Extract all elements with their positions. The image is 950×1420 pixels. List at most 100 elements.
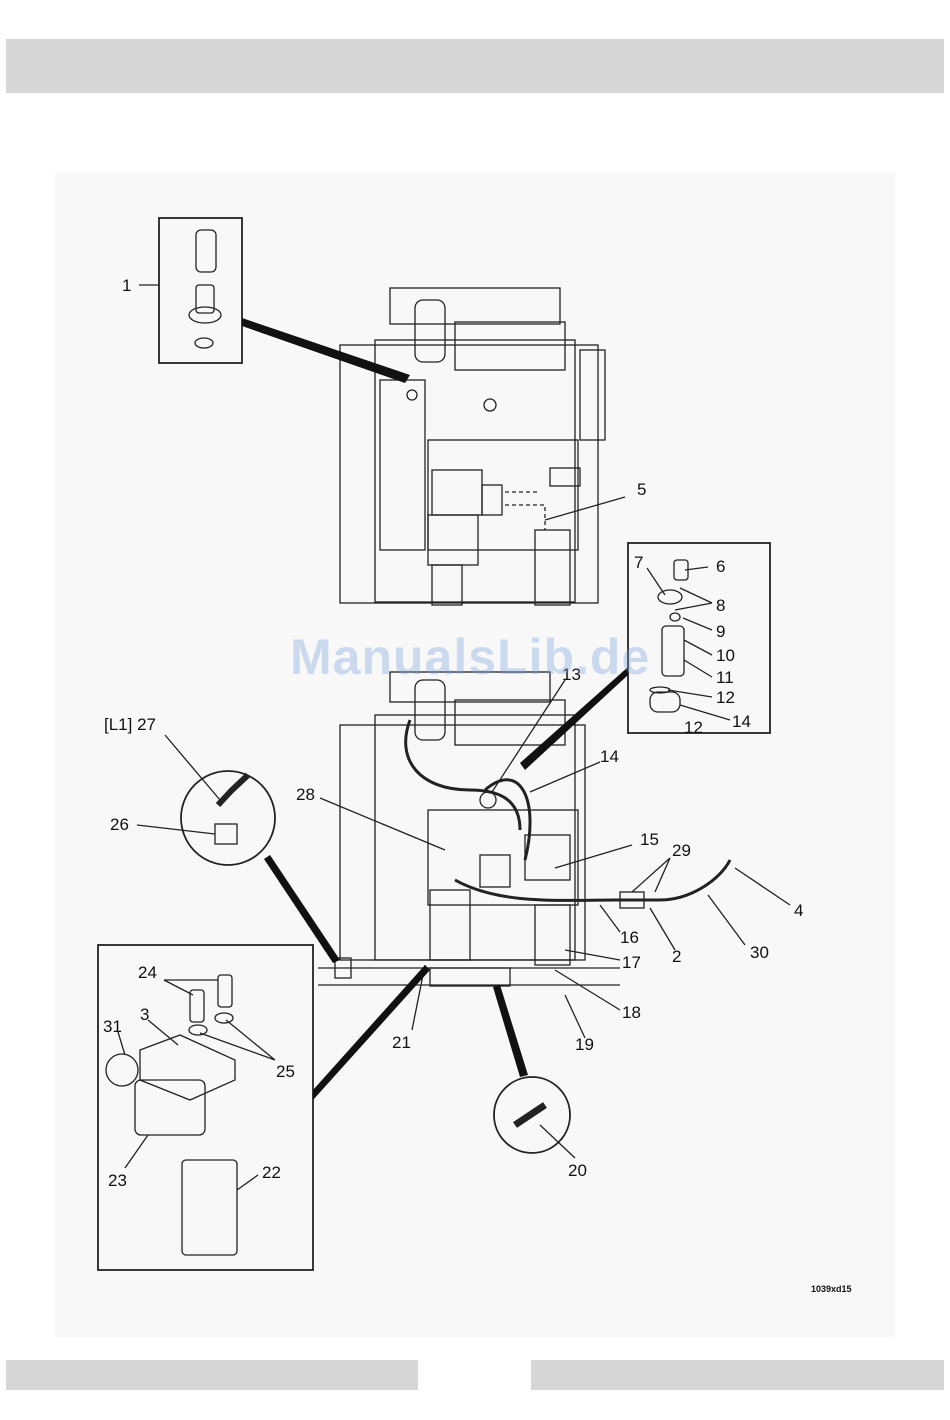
fitting-injector xyxy=(662,626,684,676)
callout-11: 11 xyxy=(716,668,734,687)
fitting-seal xyxy=(670,613,680,621)
filter-washer-right xyxy=(215,1013,233,1023)
leader-26 xyxy=(137,825,215,834)
lower-filter-bowl xyxy=(430,890,470,960)
leader-2 xyxy=(650,908,675,950)
banjo-fitting xyxy=(480,792,496,808)
callout-23: 23 xyxy=(108,1171,127,1190)
callout-28: 28 xyxy=(296,785,315,804)
leader-22 xyxy=(237,1175,258,1190)
upper-wing-nut xyxy=(484,399,496,411)
lower-injection-unit xyxy=(525,835,570,880)
watermark: ManualsLib.de xyxy=(290,628,650,686)
callout-2: 2 xyxy=(672,947,681,966)
elbow-fitting xyxy=(218,775,248,805)
callout-30: 30 xyxy=(750,943,769,962)
figure-reference: 1039xd15 xyxy=(811,1284,852,1294)
callout-8: 8 xyxy=(716,596,725,615)
callout-7: 7 xyxy=(634,553,643,572)
filter-washer-left xyxy=(189,1025,207,1035)
detail-circle-elbow xyxy=(181,771,275,865)
detail-box-sensor xyxy=(159,218,242,363)
callout-12a: 12 xyxy=(716,688,735,707)
callout-14a: 14 xyxy=(732,712,751,731)
fitting-banjo xyxy=(658,590,682,604)
callout-25: 25 xyxy=(276,1062,295,1081)
leader-30 xyxy=(708,895,745,945)
callout-18: 18 xyxy=(622,1003,641,1022)
callout-27: [L1] 27 xyxy=(104,715,156,734)
leader-10 xyxy=(684,640,712,655)
filter-bracket xyxy=(182,1160,237,1255)
connector-hose-fitting xyxy=(493,985,528,1077)
callout-6: 6 xyxy=(716,557,725,576)
leader-4 xyxy=(735,868,790,905)
leader-27 xyxy=(165,735,220,800)
upper-engine-bay xyxy=(428,440,578,550)
filter-bolt-right xyxy=(218,975,232,1007)
callout-17: 17 xyxy=(622,953,641,972)
upper-fuel-pump xyxy=(432,470,482,515)
leader-16 xyxy=(600,905,620,932)
upper-engine-left-panel xyxy=(380,380,425,550)
connector-elbow xyxy=(264,855,340,963)
leader-14b xyxy=(530,762,600,792)
callout-4: 4 xyxy=(794,901,803,920)
sensor-washer xyxy=(195,338,213,348)
sensor-body xyxy=(196,285,214,313)
filter-bowl xyxy=(135,1080,205,1135)
upper-engine-body xyxy=(340,345,598,603)
upper-foot-right xyxy=(535,530,570,605)
upper-engine-side-plate xyxy=(580,350,605,440)
callout-1: 1 xyxy=(122,276,131,295)
leader-19 xyxy=(565,995,585,1038)
callout-19: 19 xyxy=(575,1035,594,1054)
leader-7 xyxy=(647,568,665,595)
footer-bar-left xyxy=(6,1360,418,1390)
callout-20: 20 xyxy=(568,1161,587,1180)
upper-plug-location xyxy=(407,390,417,400)
leader-25 xyxy=(200,1020,275,1060)
leader-29 xyxy=(632,858,670,892)
callout-9: 9 xyxy=(716,622,725,641)
callout-29: 29 xyxy=(672,841,691,860)
leader-28 xyxy=(320,798,445,850)
upper-foot-left xyxy=(432,565,462,605)
connector-sensor xyxy=(242,318,410,383)
leader-24 xyxy=(164,980,218,995)
callout-22: 22 xyxy=(262,1163,281,1182)
callout-21: 21 xyxy=(392,1033,411,1052)
upper-filter-bowl xyxy=(428,515,478,565)
lower-engine-bay xyxy=(428,810,578,905)
upper-wiring xyxy=(505,492,545,530)
callout-31: 31 xyxy=(103,1017,122,1036)
leader-11 xyxy=(684,660,712,677)
callout-15: 15 xyxy=(640,830,659,849)
leader-17 xyxy=(565,950,620,960)
elbow-nut xyxy=(215,824,237,844)
base-bracket xyxy=(430,968,510,986)
callout-5: 5 xyxy=(637,480,646,499)
leader-8 xyxy=(675,588,712,610)
filter-head xyxy=(140,1035,235,1100)
leader-12a xyxy=(668,690,712,697)
fuel-hose xyxy=(455,860,730,900)
upper-filter-connector xyxy=(482,485,502,515)
leader-5 xyxy=(545,497,625,520)
footer-bar-right xyxy=(531,1360,944,1390)
sensor-cap xyxy=(196,230,216,272)
lower-pump-body xyxy=(480,855,510,887)
leader-23 xyxy=(125,1135,148,1168)
lower-engine-filler xyxy=(415,680,445,740)
leader-20 xyxy=(540,1125,575,1158)
leader-15 xyxy=(555,845,632,868)
lower-engine-body xyxy=(340,725,585,960)
filter-inlet xyxy=(106,1054,138,1086)
callout-12b: 12 xyxy=(684,718,703,737)
callout-3: 3 xyxy=(140,1005,149,1024)
callout-10: 10 xyxy=(716,646,735,665)
callout-14b: 14 xyxy=(600,747,619,766)
leader-18 xyxy=(555,970,620,1010)
upper-engine-manifold xyxy=(455,322,565,370)
